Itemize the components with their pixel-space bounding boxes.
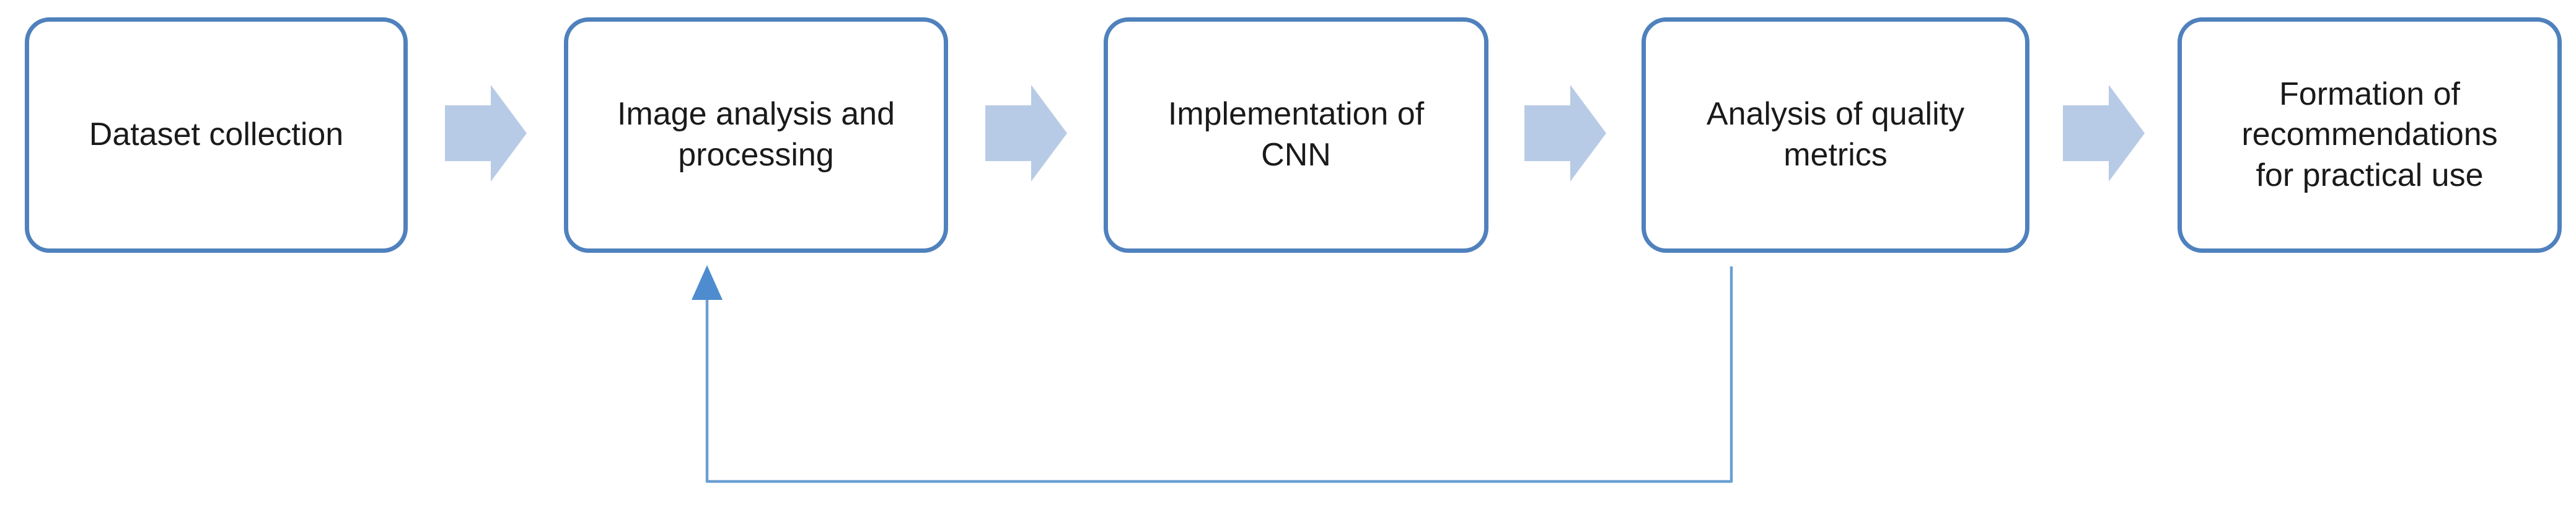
flow-step-label: Dataset collection [89,116,344,153]
flow-step-quality-metrics: Analysis of quality metrics [1642,17,2029,253]
flow-arrow-icon [2063,85,2145,182]
flow-step-dataset-collection: Dataset collection [25,17,408,253]
flow-step-label: Implementation of CNN [1167,96,1425,173]
flow-arrow-icon [985,85,1067,182]
flow-arrow-icon [445,85,527,182]
flow-arrow-icon [1524,85,1606,182]
flow-step-label: Analysis of quality metrics [1706,96,1965,173]
flow-step-recommendations: Formation of recommendations for practic… [2178,17,2562,253]
flow-step-cnn-implementation: Implementation of CNN [1104,17,1488,253]
flow-step-image-analysis: Image analysis and processing [564,17,948,253]
flow-step-label: Image analysis and processing [617,96,895,173]
flow-step-label: Formation of recommendations for practic… [2241,76,2498,193]
